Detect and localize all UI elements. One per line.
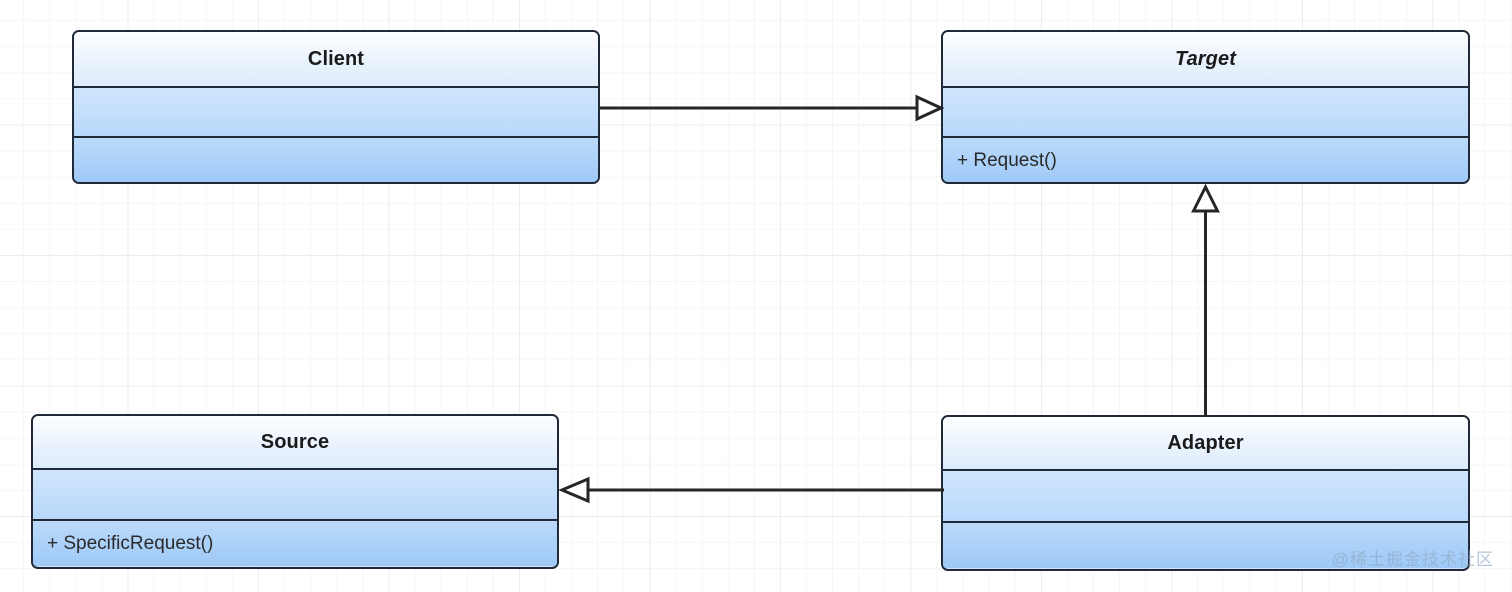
open-triangle-arrowhead-icon <box>915 94 945 122</box>
adapter-title-compartment: Adapter <box>943 417 1468 469</box>
adapter-operations-compartment <box>943 521 1468 568</box>
client-attributes-compartment <box>74 86 598 136</box>
source-attributes-compartment <box>33 468 557 519</box>
client-operations-compartment <box>74 136 598 182</box>
adapter-class-name: Adapter <box>1167 431 1244 454</box>
watermark: @稀土掘金技术社区 <box>1331 550 1494 569</box>
uml-class-adapter[interactable]: Adapter <box>941 415 1470 571</box>
client-title-compartment: Client <box>74 32 598 86</box>
relationship-adapter-to-source[interactable] <box>558 475 944 507</box>
open-arrow-arrowhead-icon <box>558 476 590 504</box>
target-title-compartment: Target <box>943 32 1468 86</box>
uml-class-client[interactable]: Client <box>72 30 600 184</box>
source-title-compartment: Source <box>33 416 557 468</box>
source-operation-specific-request: + SpecificRequest() <box>47 532 214 554</box>
hollow-triangle-arrowhead-icon <box>1191 183 1220 213</box>
target-operations-compartment: + Request() <box>943 136 1468 182</box>
target-operation-request: + Request() <box>957 149 1057 171</box>
target-attributes-compartment <box>943 86 1468 136</box>
client-class-name: Client <box>307 47 365 70</box>
adapter-attributes-compartment <box>943 469 1468 521</box>
uml-class-target[interactable]: Target + Request() <box>941 30 1470 184</box>
target-class-name: Target <box>1175 47 1236 70</box>
source-class-name: Source <box>260 430 330 453</box>
uml-class-source[interactable]: Source + SpecificRequest() <box>31 414 559 569</box>
relationship-client-to-target[interactable] <box>599 92 945 124</box>
relationship-adapter-to-target[interactable] <box>1188 183 1224 418</box>
source-operations-compartment: + SpecificRequest() <box>33 519 557 566</box>
